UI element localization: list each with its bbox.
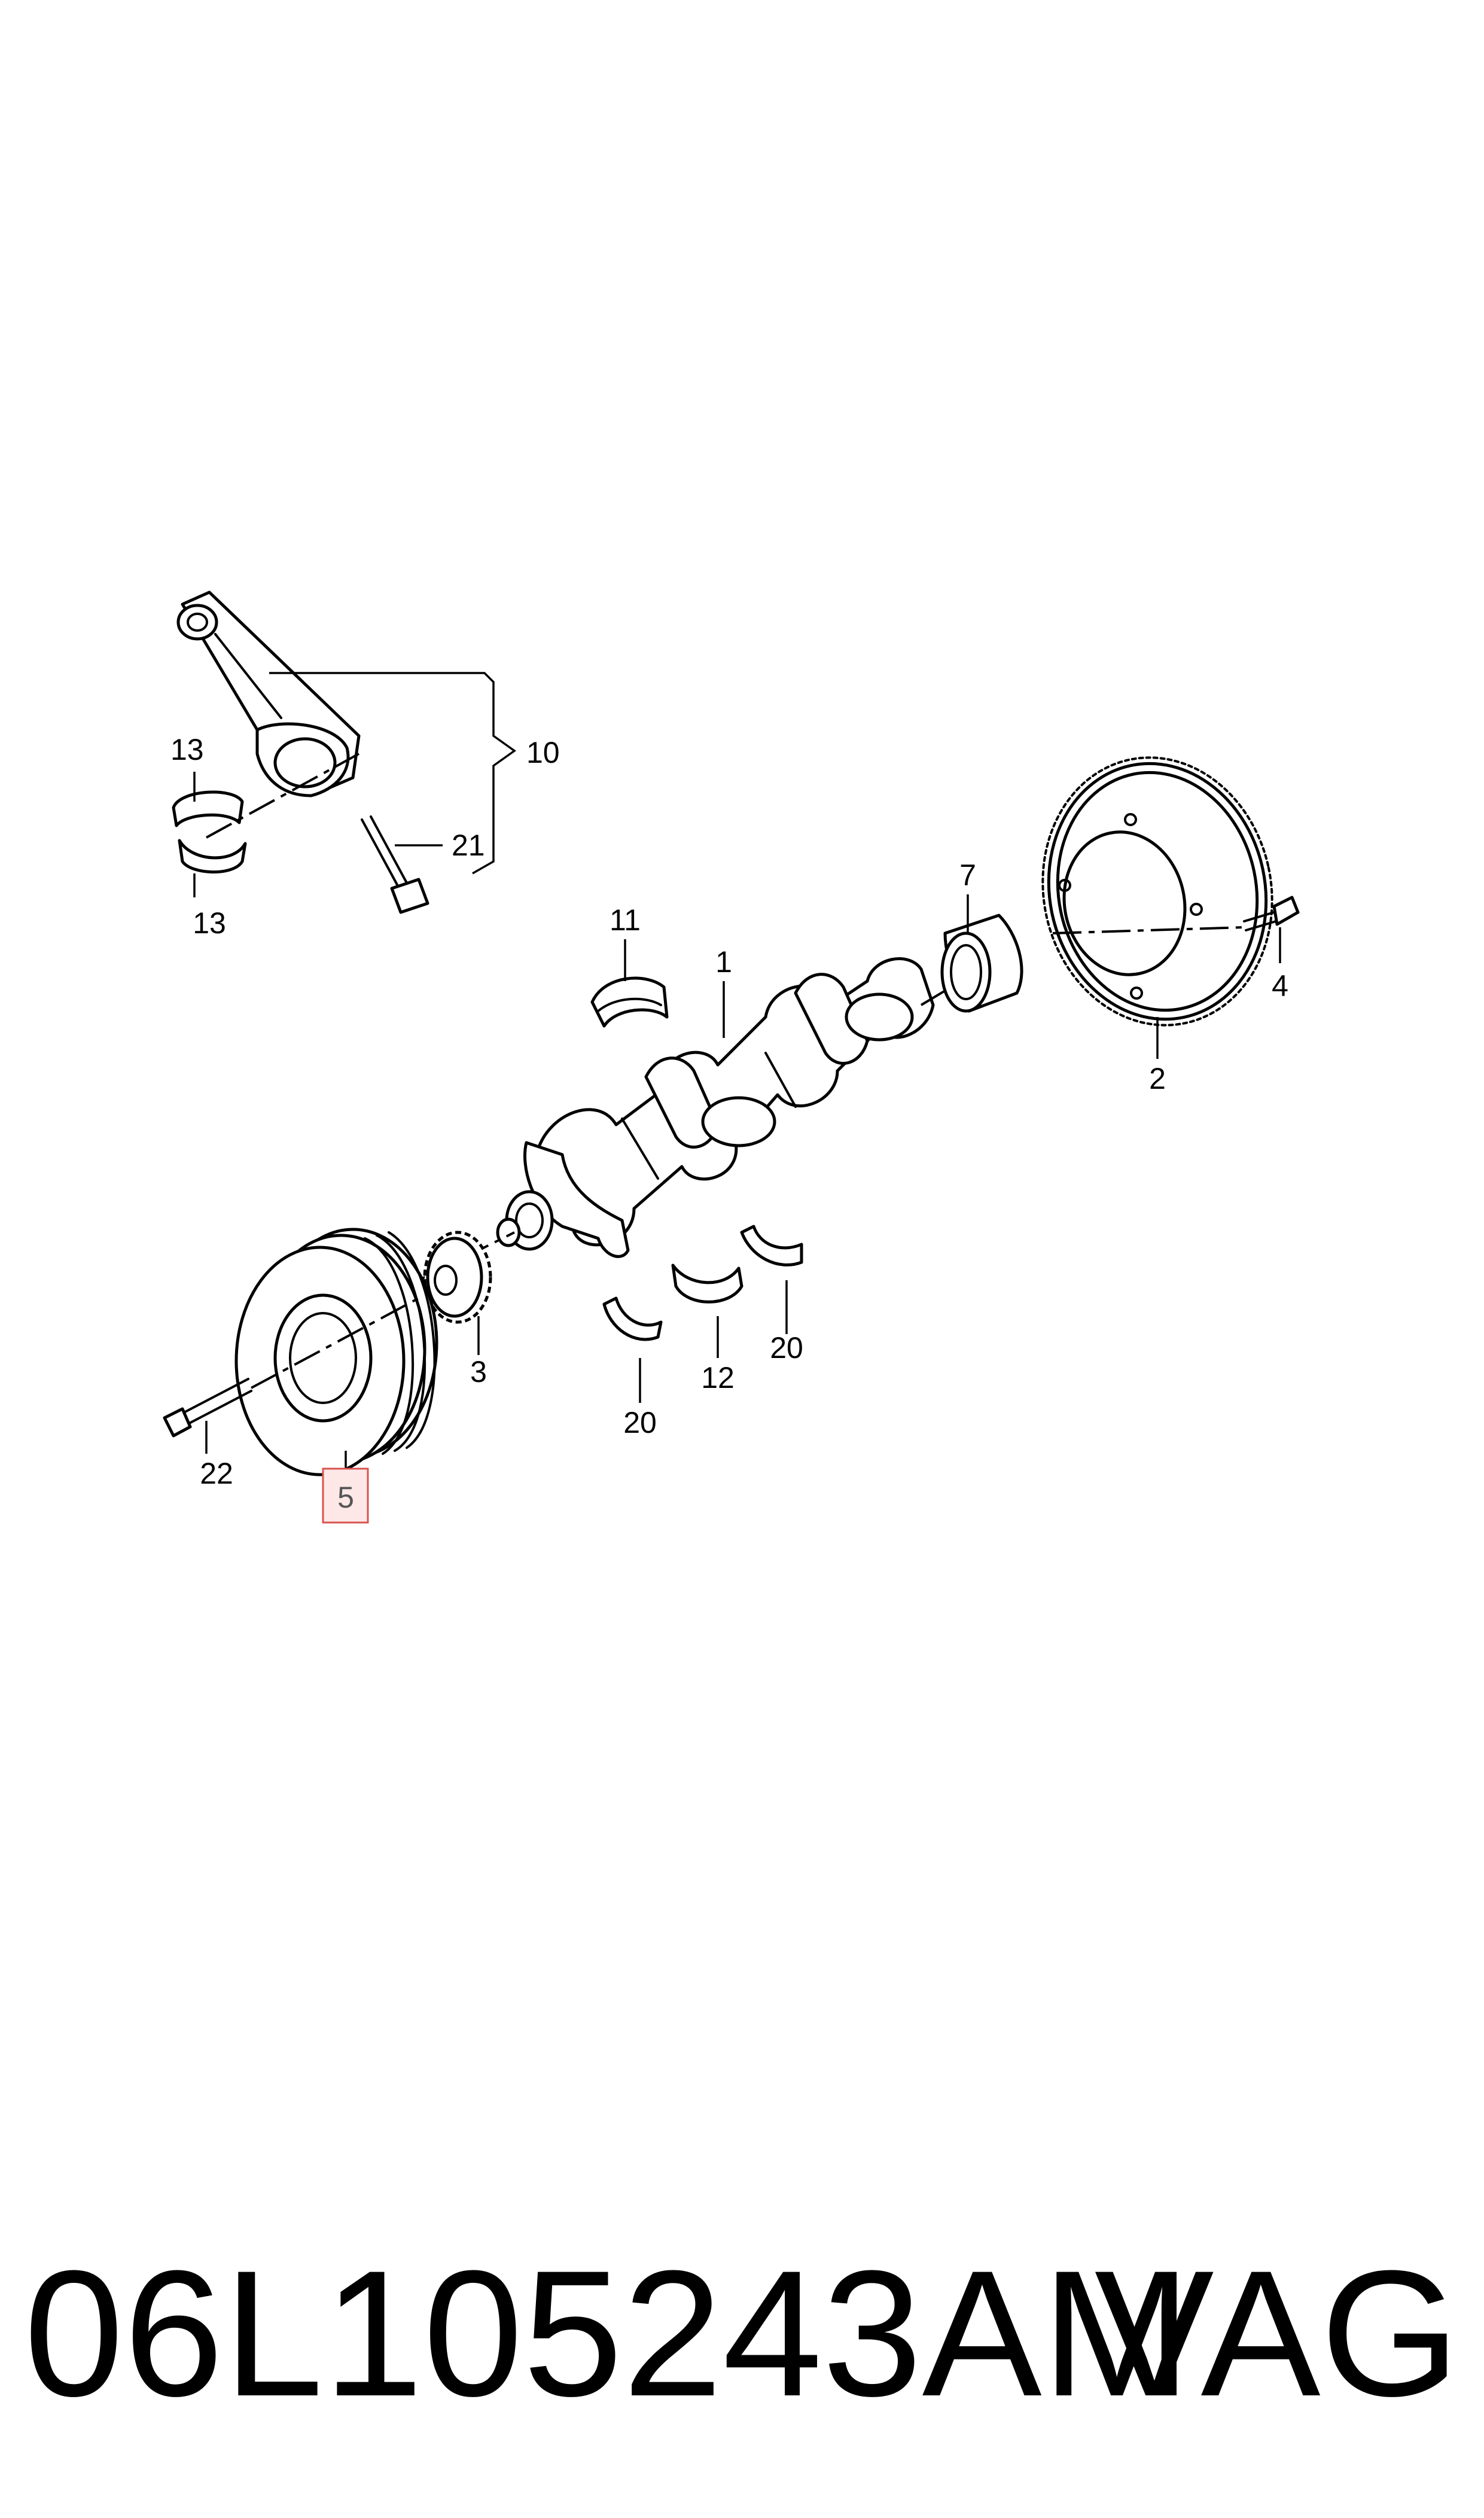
brand-label: VAG: [1094, 2233, 1460, 2434]
callout-13-lower: 13: [193, 906, 226, 940]
callout-13-upper: 13: [170, 733, 204, 766]
callout-5: 5: [337, 1481, 354, 1514]
pilot-bearing: [940, 914, 1023, 1013]
rod-bearing-shells: [172, 790, 247, 874]
thrust-washer-left: [602, 1296, 663, 1341]
rod-bolt: [361, 815, 429, 914]
damper-bolt: [163, 1378, 252, 1438]
callout-22: 22: [200, 1457, 233, 1490]
lower-main-bearing-shell: [671, 1263, 743, 1304]
upper-main-bearing-shell: [590, 976, 669, 1028]
callout-5-highlighted[interactable]: 5: [322, 1467, 369, 1524]
ring-gear: [1041, 756, 1273, 1027]
callout-12: 12: [701, 1361, 735, 1395]
callout-3: 3: [470, 1355, 487, 1389]
callout-20-lower: 20: [623, 1406, 657, 1439]
timing-sprocket: [423, 1231, 492, 1324]
callout-4: 4: [1272, 969, 1288, 1003]
vibration-damper-pulley: [234, 1228, 438, 1476]
thrust-washer-right: [740, 1225, 803, 1266]
connecting-rod: [176, 590, 361, 797]
callout-2: 2: [1149, 1062, 1166, 1095]
part-number-label: 06L105243AM: [24, 2233, 1192, 2434]
callout-1: 1: [715, 945, 732, 979]
crankshaft-nose-sprocket: [496, 1190, 554, 1251]
callout-20-upper: 20: [770, 1331, 803, 1365]
callout-10: 10: [526, 736, 560, 769]
callout-5-highlight-box: [322, 1467, 369, 1524]
callout-21: 21: [452, 829, 485, 862]
flywheel-bolt: [1243, 896, 1300, 931]
callout-11: 11: [610, 903, 641, 937]
crankshaft: [523, 957, 935, 1258]
callout-7: 7: [959, 858, 976, 892]
